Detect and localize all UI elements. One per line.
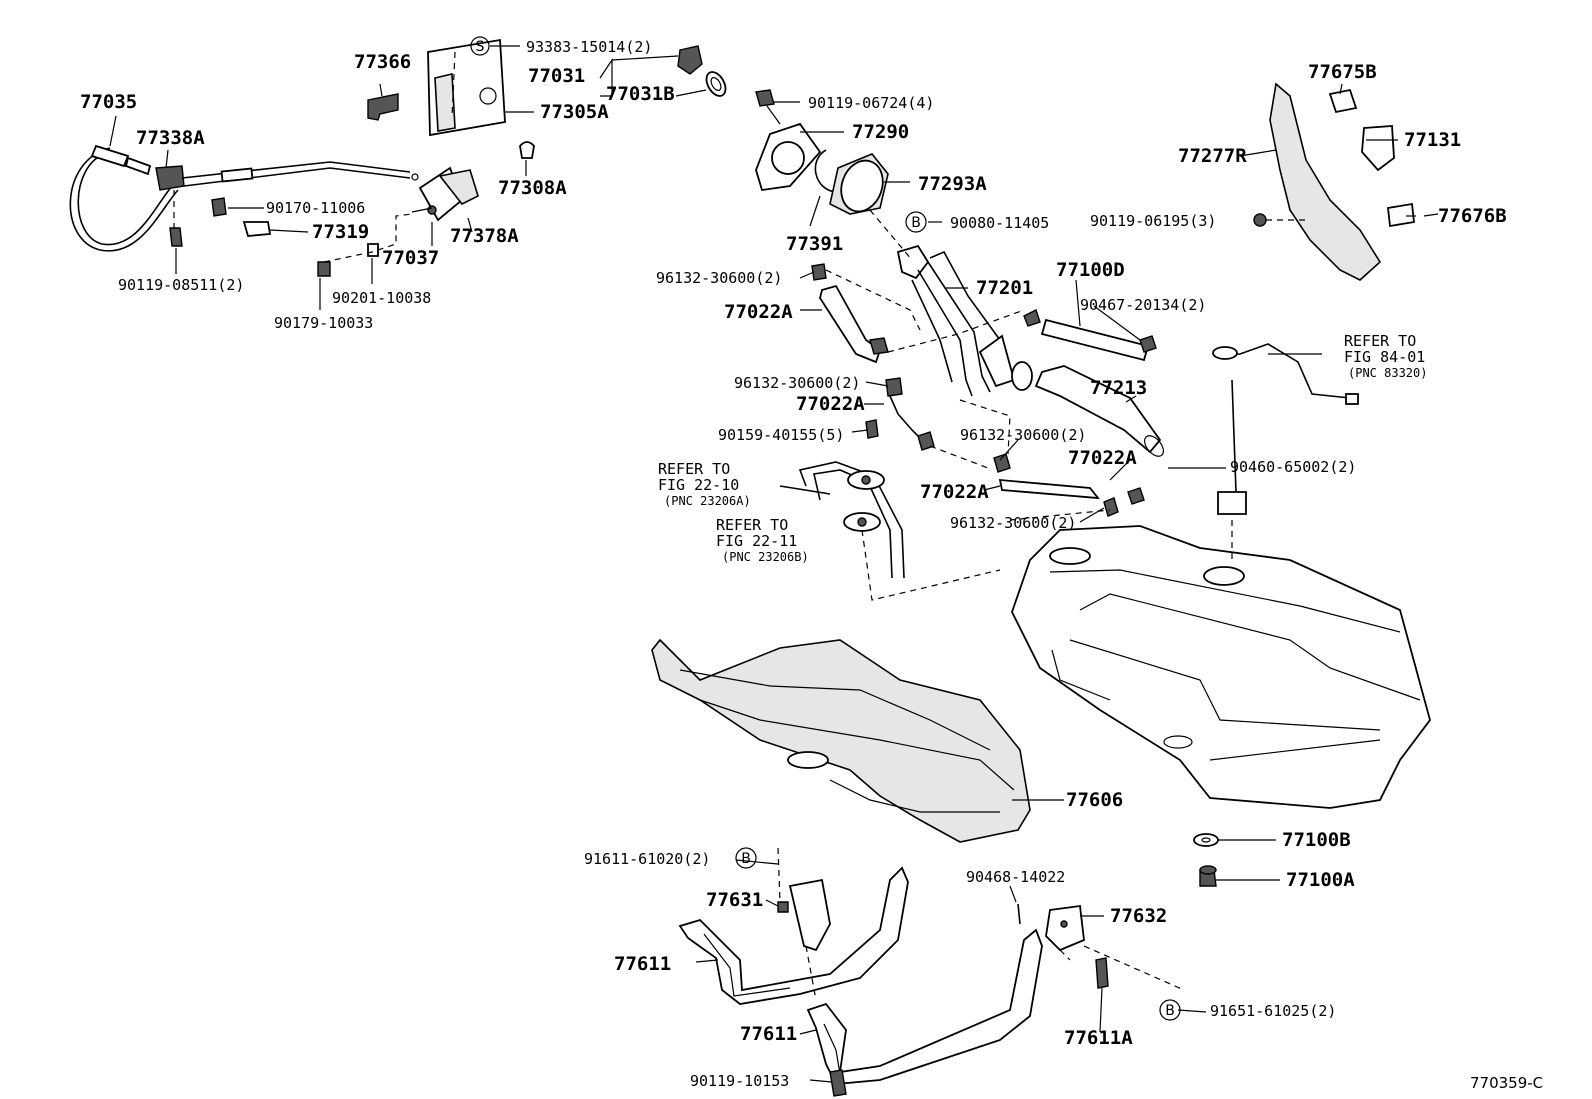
label-96132-30600-a: 96132-30600(2) (656, 269, 782, 287)
heat-insulator (1253, 82, 1415, 281)
fuel-pump-lines (779, 461, 1001, 601)
tank-small-parts (1193, 833, 1219, 887)
label-77305a: 77305A (540, 101, 609, 123)
label-77338a: 77338A (136, 127, 205, 149)
label-77308a: 77308A (498, 177, 567, 199)
opener-lever (169, 166, 479, 277)
refer-2-line-2: FIG 22-11 (716, 532, 797, 550)
marker-b-3: B (1165, 1003, 1175, 1019)
part-labels: 77366 93383-15014(2) 77031 77031B 77305A… (80, 38, 1507, 1090)
figure-code: 770359-C (1470, 1074, 1543, 1092)
refer-1-line-3: (PNC 23206A) (664, 494, 751, 508)
label-93383-15014: 93383-15014(2) (526, 38, 652, 56)
label-77378a: 77378A (450, 225, 519, 247)
label-77290: 77290 (852, 121, 909, 143)
label-77022a-4: 77022A (920, 481, 989, 503)
label-77201: 77201 (976, 277, 1033, 299)
label-77022a-3: 77022A (1068, 447, 1137, 469)
label-77676b: 77676B (1438, 205, 1507, 227)
circled-markers: S B B B (470, 36, 1181, 1021)
fuel-tank (1011, 343, 1431, 809)
label-77611-1: 77611 (614, 953, 671, 975)
marker-b-1: B (911, 215, 921, 231)
label-90080-11405: 90080-11405 (950, 214, 1049, 232)
label-77100b: 77100B (1282, 829, 1351, 851)
marker-s: S (476, 39, 485, 55)
label-91651-61025: 91651-61025(2) (1210, 1002, 1336, 1020)
filler-neck-assembly (755, 89, 1164, 521)
label-77022a-2: 77022A (796, 393, 865, 415)
label-90460-65002: 90460-65002(2) (1230, 458, 1356, 476)
refer-3-line-3: (PNC 83320) (1348, 366, 1427, 380)
label-77035: 77035 (80, 91, 137, 113)
label-77611a: 77611A (1064, 1027, 1133, 1049)
label-77366: 77366 (354, 51, 411, 73)
label-90179-10033: 90179-10033 (274, 314, 373, 332)
label-77031b: 77031B (606, 83, 675, 105)
label-90159-40155: 90159-40155(5) (718, 426, 844, 444)
label-96132-30600-d: 96132-30600(2) (950, 514, 1076, 532)
label-77675b: 77675B (1308, 61, 1377, 83)
label-77037: 77037 (382, 247, 439, 269)
label-90170-11006: 90170-11006 (266, 199, 365, 217)
label-90468-14022: 90468-14022 (966, 868, 1065, 886)
label-90201-10038: 90201-10038 (332, 289, 431, 307)
label-77131: 77131 (1404, 129, 1461, 151)
label-77632: 77632 (1110, 905, 1167, 927)
label-77022a-1: 77022A (724, 301, 793, 323)
label-77100d: 77100D (1056, 259, 1125, 281)
label-77031: 77031 (528, 65, 585, 87)
refer-3-line-1: REFER TO (1344, 332, 1416, 350)
label-77293a: 77293A (918, 173, 987, 195)
label-77319: 77319 (312, 221, 369, 243)
refer-1-line-1: REFER TO (658, 460, 730, 478)
refer-3-line-2: FIG 84-01 (1344, 348, 1425, 366)
fuel-tank-protector (651, 638, 1031, 843)
label-90119-06195: 90119-06195(3) (1090, 212, 1216, 230)
label-77391: 77391 (786, 233, 843, 255)
label-90119-10153: 90119-10153 (690, 1072, 789, 1090)
refer-2-line-3: (PNC 23206B) (722, 550, 809, 564)
label-91611-61020: 91611-61020(2) (584, 850, 710, 868)
leader-lines (109, 45, 1439, 1083)
marker-b-2: B (741, 851, 751, 867)
label-77277r: 77277R (1178, 145, 1247, 167)
fuel-door-assembly (367, 38, 727, 159)
label-77213: 77213 (1090, 377, 1147, 399)
label-77606: 77606 (1066, 789, 1123, 811)
label-96132-30600-c: 96132-30600(2) (960, 426, 1086, 444)
label-96132-30600-b: 96132-30600(2) (734, 374, 860, 392)
label-90467-20134: 90467-20134(2) (1080, 296, 1206, 314)
label-90119-06724: 90119-06724(4) (808, 94, 934, 112)
refer-2-line-1: REFER TO (716, 516, 788, 534)
opener-cable (69, 144, 419, 252)
refer-1-line-2: FIG 22-10 (658, 476, 739, 494)
label-90119-08511: 90119-08511(2) (118, 276, 244, 294)
label-77631: 77631 (706, 889, 763, 911)
label-77611-2: 77611 (740, 1023, 797, 1045)
label-77100a: 77100A (1286, 869, 1355, 891)
refer-notes: REFER TO FIG 22-10 (PNC 23206A) REFER TO… (658, 332, 1427, 564)
tank-straps (678, 847, 1185, 1097)
